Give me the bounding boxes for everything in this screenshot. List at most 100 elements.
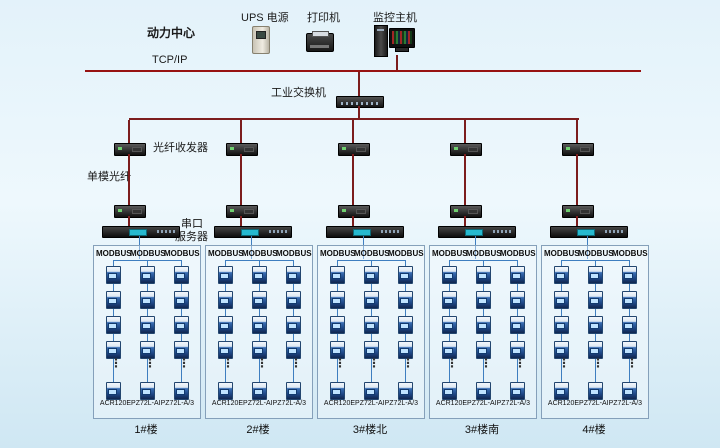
meter-icon <box>140 266 155 284</box>
meter-icon <box>588 382 603 400</box>
column-ellipsis: ⋮ <box>626 356 638 370</box>
meter-icon <box>218 316 233 334</box>
switch-label: 工业交换机 <box>271 87 326 99</box>
modbus-label: MODBUS <box>544 249 580 258</box>
serial-link-line <box>576 216 578 226</box>
modbus-label: MODBUS <box>130 249 166 258</box>
fiber-transceiver-icon <box>450 205 482 218</box>
modbus-label: MODBUS <box>242 249 278 258</box>
fiber-link-line <box>240 154 242 205</box>
fiber-link-line <box>576 154 578 205</box>
meter-icon <box>174 316 189 334</box>
branch-riser-line <box>352 120 354 143</box>
server-bus-stub-line <box>251 236 252 259</box>
meter-icon <box>476 316 491 334</box>
meter-icon <box>286 341 301 359</box>
modbus-label: MODBUS <box>388 249 424 258</box>
meter-icon <box>554 266 569 284</box>
column-ellipsis: ⋮ <box>334 356 346 370</box>
fiber-link-line <box>128 154 130 205</box>
meter-group-box: MODBUS⋮MODBUS⋮MODBUS⋮ACR120EPZ72L-AIPZ72… <box>205 245 313 419</box>
meter-icon <box>218 291 233 309</box>
column-ellipsis: ⋮ <box>368 356 380 370</box>
meter-icon <box>286 266 301 284</box>
building-label: 1#楼 <box>134 424 158 436</box>
meter-icon <box>588 291 603 309</box>
server-bus-stub-line <box>363 236 364 259</box>
fiber-transceiver-icon <box>450 143 482 156</box>
meter-icon <box>476 266 491 284</box>
meter-icon <box>588 341 603 359</box>
meter-icon <box>174 266 189 284</box>
branch-riser-line <box>576 120 578 143</box>
meter-icon <box>174 291 189 309</box>
column-ellipsis: ⋮ <box>592 356 604 370</box>
meter-icon <box>106 316 121 334</box>
meter-icon <box>476 291 491 309</box>
fiber-transceiver-icon <box>338 205 370 218</box>
single-mode-fiber-label: 单模光纤 <box>87 171 131 183</box>
meter-icon <box>106 291 121 309</box>
meter-icon <box>510 382 525 400</box>
meter-icon <box>330 291 345 309</box>
meter-icon <box>398 316 413 334</box>
meter-icon <box>554 341 569 359</box>
meter-icon <box>554 291 569 309</box>
serial-link-line <box>352 216 354 226</box>
meter-icon <box>218 382 233 400</box>
meter-icon <box>622 316 637 334</box>
serial-server-icon <box>102 226 180 238</box>
serial-link-line <box>128 216 130 226</box>
host-label: 监控主机 <box>373 12 417 24</box>
distribution-bus-line <box>129 118 579 120</box>
meter-group-box: MODBUS⋮MODBUS⋮MODBUS⋮ACR120EPZ72L-AIPZ72… <box>93 245 201 419</box>
meter-icon <box>442 266 457 284</box>
column-ellipsis: ⋮ <box>144 356 156 370</box>
meter-icon <box>622 341 637 359</box>
meter-group-box: MODBUS⋮MODBUS⋮MODBUS⋮ACR120EPZ72L-AIPZ72… <box>429 245 537 419</box>
meter-icon <box>252 316 267 334</box>
meter-icon <box>286 316 301 334</box>
meter-icon <box>330 316 345 334</box>
server-bus-stub-line <box>475 236 476 259</box>
column-ellipsis: ⋮ <box>256 356 268 370</box>
meter-icon <box>174 382 189 400</box>
meter-icon <box>588 316 603 334</box>
modbus-label: MODBUS <box>354 249 390 258</box>
host-tower-icon <box>374 25 388 57</box>
model-label: ACR120EPZ72L-AIPZ72L-A/3 <box>547 400 643 407</box>
serial-server-icon <box>214 226 292 238</box>
meter-icon <box>330 382 345 400</box>
trunk-switch-line <box>358 72 360 96</box>
fiber-transceiver-icon <box>114 143 146 156</box>
building-label: 2#楼 <box>246 424 270 436</box>
column-ellipsis: ⋮ <box>290 356 302 370</box>
model-label: ACR120EPZ72L-AIPZ72L-A/3 <box>323 400 419 407</box>
meter-icon <box>398 382 413 400</box>
tcpip-label: TCP/IP <box>152 54 188 66</box>
meter-icon <box>140 382 155 400</box>
meter-icon <box>364 291 379 309</box>
meter-icon <box>476 382 491 400</box>
meter-icon <box>106 266 121 284</box>
meter-icon <box>622 291 637 309</box>
printer-device-icon <box>306 31 334 52</box>
model-label: ACR120EPZ72L-AIPZ72L-A/3 <box>435 400 531 407</box>
fiber-transceiver-icon <box>226 143 258 156</box>
modbus-label: MODBUS <box>432 249 468 258</box>
host-monitor-icon <box>389 28 415 48</box>
model-label: ACR120EPZ72L-AIPZ72L-A/3 <box>99 400 195 407</box>
column-ellipsis: ⋮ <box>178 356 190 370</box>
fiber-link-line <box>464 154 466 205</box>
modbus-label: MODBUS <box>500 249 536 258</box>
modbus-label: MODBUS <box>466 249 502 258</box>
meter-icon <box>330 266 345 284</box>
meter-icon <box>140 316 155 334</box>
fiber-transceiver-label: 光纤收发器 <box>153 142 208 154</box>
meter-icon <box>442 316 457 334</box>
meter-icon <box>510 316 525 334</box>
model-label: ACR120EPZ72L-AIPZ72L-A/3 <box>211 400 307 407</box>
power-center-label: 动力中心 <box>147 26 196 40</box>
meter-icon <box>398 266 413 284</box>
meter-icon <box>286 382 301 400</box>
